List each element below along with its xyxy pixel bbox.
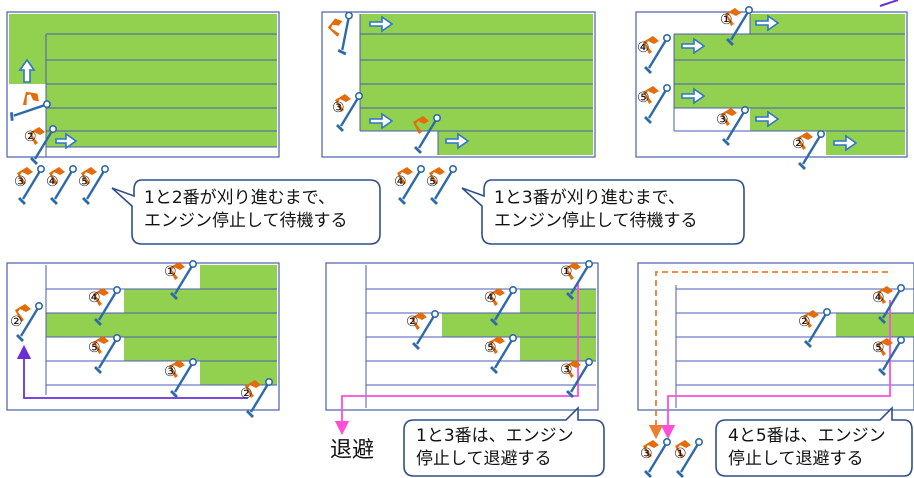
mower-number: ⑤ — [426, 174, 439, 190]
callout-2-line-1: 1と3番が刈り進むまで、 — [494, 188, 685, 208]
waiting-mowers-1 — [15, 164, 110, 207]
mower-number: ① — [560, 264, 573, 280]
mower-number: ④ — [394, 174, 407, 190]
up-arrow-icon — [18, 58, 36, 83]
callout-4-text: 4と5番は、エンジン 停止して退避する — [728, 425, 886, 471]
mower-number: ③ — [164, 364, 177, 380]
callout-2-line-2: エンジン停止して待機する — [494, 211, 698, 231]
panel-4 — [6, 259, 280, 420]
right-arrow-icon — [681, 37, 706, 55]
mower-number: ④ — [88, 290, 101, 306]
mower-number: ⑤ — [872, 340, 885, 356]
callout-1-line-2: エンジン停止して待機する — [144, 211, 348, 231]
right-arrow-icon — [369, 112, 394, 130]
callout-4-line-1: 4と5番は、エンジン — [728, 426, 886, 446]
mower-number: ① — [720, 12, 733, 28]
mower-number: ② — [798, 314, 811, 330]
mower-number: ⑤ — [88, 340, 101, 356]
callout-2-text: 1と3番が刈り進むまで、 エンジン停止して待機する — [494, 187, 698, 233]
callout-3-text: 1と3番は、エンジン 停止して退避する — [416, 425, 574, 471]
right-arrow-icon — [833, 134, 858, 152]
mower-number: ④ — [46, 174, 59, 190]
panel-2 — [321, 10, 596, 158]
mower-number: ⑤ — [78, 174, 91, 190]
mower-number: ① — [674, 446, 687, 462]
mower-number: ⑤ — [637, 90, 650, 106]
mower-number: ② — [24, 129, 37, 145]
mower-number: ⑤ — [484, 340, 497, 356]
mower-number: ③ — [560, 362, 573, 378]
right-arrow-icon — [369, 15, 394, 33]
panel-1 — [4, 11, 280, 167]
mower-number: ③ — [716, 112, 729, 128]
callout-4-shape — [715, 406, 913, 477]
right-arrow-icon — [55, 132, 78, 150]
mower-number: ② — [240, 386, 253, 402]
right-arrow-icon — [755, 14, 780, 32]
right-arrow-icon — [681, 87, 706, 105]
callout-2-shape — [461, 179, 745, 245]
panel-3 — [635, 0, 908, 172]
evacuate-label: 退避 — [330, 438, 375, 463]
panel-5 — [325, 259, 599, 436]
mower-number: ④ — [484, 290, 497, 306]
callout-1-line-1: 1と2番が刈り進むまで、 — [144, 188, 335, 208]
right-arrow-icon — [755, 110, 780, 128]
mower-number: ① — [164, 264, 177, 280]
mower-number: ③ — [332, 100, 345, 116]
callout-1-text: 1と2番が刈り進むまで、 エンジン停止して待機する — [144, 187, 348, 233]
mower-number: ③ — [14, 174, 27, 190]
panel-6 — [637, 262, 914, 440]
callout-1-shape — [111, 179, 381, 245]
callout-4-line-2: 停止して退避する — [728, 449, 864, 469]
callout-3-line-1: 1と3番は、エンジン — [416, 426, 574, 446]
mower-number: ④ — [637, 40, 650, 56]
mower-number: ② — [10, 314, 23, 330]
mower-number: ② — [792, 136, 805, 152]
callout-3-shape — [403, 406, 605, 477]
mower-number: ③ — [640, 446, 653, 462]
right-arrow-icon — [445, 132, 470, 150]
callout-3-line-2: 停止して退避する — [416, 449, 552, 469]
mower-number: ④ — [872, 290, 885, 306]
mower-number: ② — [406, 314, 419, 330]
